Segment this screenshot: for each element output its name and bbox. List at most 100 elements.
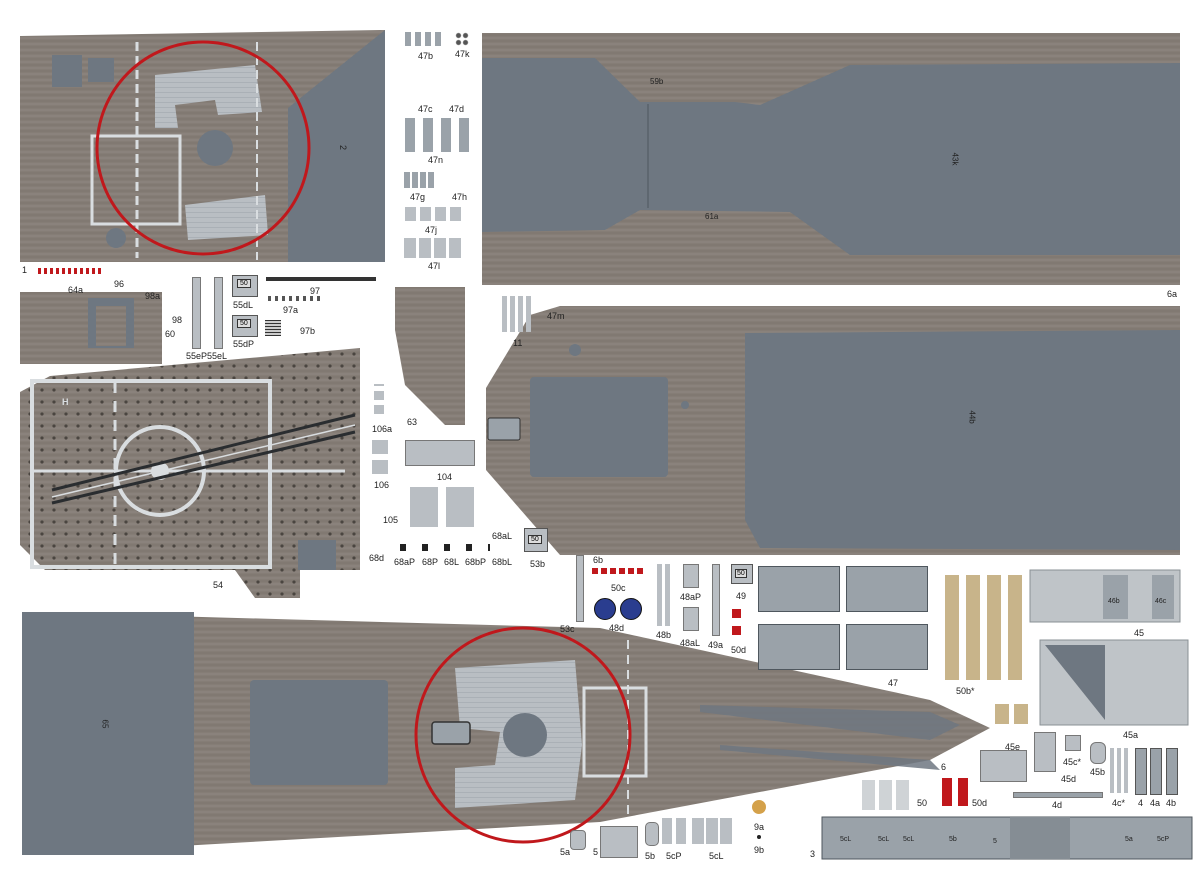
label-part-50d-2: 50d (972, 798, 988, 808)
label-part-6: 6 (941, 762, 947, 772)
part-48d-roundel-2 (620, 598, 642, 620)
label-part-47d: 47d (449, 104, 465, 114)
part-104 (405, 440, 475, 466)
part-54-helipad (20, 348, 360, 598)
part-55dL: 50 (232, 275, 258, 297)
part-5cP (662, 818, 686, 844)
label-part-68L: 68L (444, 557, 460, 567)
label-part-2: 2 (338, 144, 349, 151)
strip-label-5a: 5a (1125, 836, 1133, 843)
part-55dL-number: 50 (237, 279, 251, 288)
label-part-48aP: 48aP (680, 592, 702, 602)
label-part-46c: 46c (1155, 598, 1167, 605)
label-part-46b: 46b (1108, 598, 1120, 605)
part-97a-strips (268, 296, 324, 301)
label-part-47j: 47j (425, 225, 438, 235)
label-part-97: 97 (310, 286, 321, 296)
label-part-4: 4 (1138, 798, 1144, 808)
part-63-deck (395, 287, 465, 425)
label-part-4b: 4b (1166, 798, 1177, 808)
part-47-box-3 (758, 624, 840, 670)
label-part-55dL: 55dL (233, 300, 254, 310)
label-part-53b: 53b (530, 559, 546, 569)
part-9a (752, 800, 766, 814)
part-45b (1090, 742, 1106, 764)
label-part-68bP: 68bP (465, 557, 487, 567)
part-5a (570, 830, 586, 850)
part-48aP (683, 564, 699, 588)
part-53c (576, 555, 584, 622)
part-6a-deck (482, 33, 1180, 285)
part-48aL (683, 607, 699, 631)
label-part-65: 65 (100, 719, 110, 729)
label-part-55dP: 55dP (233, 339, 255, 349)
label-part-5: 5 (593, 847, 599, 857)
label-part-68P: 68P (422, 557, 439, 567)
strip-label-5: 5 (993, 838, 997, 845)
part-5 (600, 826, 638, 858)
label-part-5cP: 5cP (666, 851, 682, 861)
label-part-45b: 45b (1090, 767, 1106, 777)
part-50d-red-2 (732, 626, 741, 635)
part-55eL (214, 277, 223, 349)
part-6-red (942, 778, 968, 806)
label-part-98a: 98a (145, 291, 161, 301)
part-4d (1013, 792, 1103, 798)
label-part-45c: 45c* (1063, 757, 1082, 767)
label-part-98: 98 (172, 315, 183, 325)
label-part-97b: 97b (300, 326, 316, 336)
part-97-bar (266, 277, 376, 281)
part-5b (645, 822, 659, 846)
part-64a-dots (38, 268, 102, 274)
label-part-47h: 47h (452, 192, 468, 202)
strip-label-5cP: 5cP (1157, 836, 1170, 843)
part-65-deck (22, 612, 990, 855)
part-45-panels (1029, 569, 1189, 726)
label-part-5b: 5b (645, 851, 656, 861)
part-55dP-number: 50 (237, 319, 251, 328)
part-3-strip (821, 816, 1193, 860)
part-5cL (692, 818, 732, 844)
label-part-11: 11 (513, 338, 523, 348)
label-part-48aL: 48aL (680, 638, 701, 648)
label-part-45e: 45e (1005, 742, 1021, 752)
label-part-1: 1 (22, 265, 28, 275)
part-49-number: 50 (735, 569, 747, 578)
strip-label-5b: 5b (949, 836, 957, 843)
label-part-105: 105 (383, 515, 399, 525)
label-part-45: 45 (1134, 628, 1145, 638)
label-part-4d: 4d (1052, 800, 1063, 810)
label-part-49: 49 (736, 591, 747, 601)
label-part-53c: 53c (560, 624, 575, 634)
label-part-48d: 48d (609, 623, 625, 633)
part-97b-grid (265, 320, 281, 336)
part-106a (374, 384, 384, 414)
part-53b-number: 50 (528, 535, 542, 544)
label-part-106: 106 (374, 480, 390, 490)
part-47g-bars (404, 172, 434, 188)
label-part-64a: 64a (68, 285, 84, 295)
label-part-47k: 47k (455, 49, 470, 59)
label-part-44b: 44b (967, 410, 977, 424)
label-part-68aL: 68aL (492, 531, 513, 541)
label-part-50: 50 (917, 798, 928, 808)
label-part-47g: 47g (410, 192, 426, 202)
part-44b-deck (486, 306, 1180, 555)
part-68-marks (400, 544, 490, 551)
label-part-47c: 47c (418, 104, 433, 114)
part-45d (1034, 732, 1056, 772)
label-part-68aP: 68aP (394, 557, 416, 567)
part-53b: 50 (524, 528, 548, 552)
label-part-61a: 61a (705, 212, 719, 221)
part-49a (712, 564, 720, 636)
part-47j-blocks (405, 207, 463, 221)
part-50-blocks (862, 780, 910, 810)
label-part-45a: 45a (1123, 730, 1139, 740)
strip-label-5cL-1: 5cL (840, 836, 852, 843)
label-part-96: 96 (114, 279, 125, 289)
label-part-43k: 43k (950, 152, 960, 166)
label-part-68bL: 68bL (492, 557, 513, 567)
label-part-9b: 9b (754, 845, 765, 855)
label-part-4c: 4c* (1112, 798, 1126, 808)
